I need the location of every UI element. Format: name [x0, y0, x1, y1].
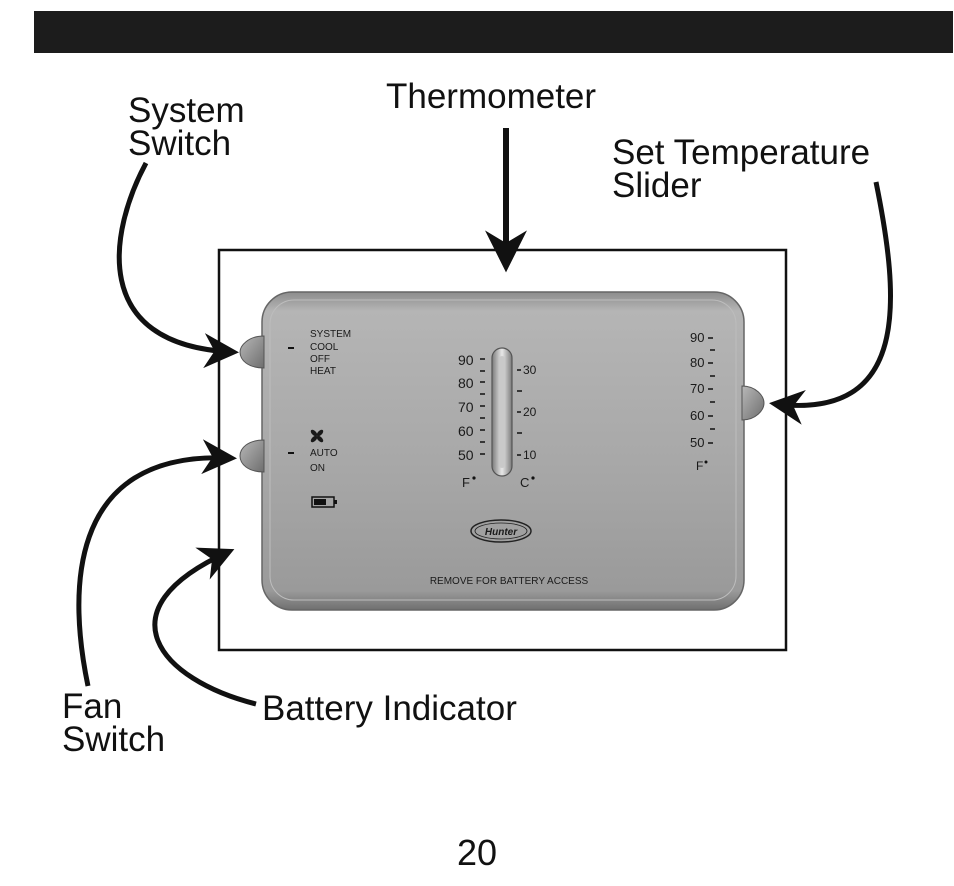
system-switch-arrow: [116, 161, 239, 369]
thermometer-c-scale: 30 20 10: [517, 363, 537, 462]
thermostat-face: [269, 299, 737, 601]
fan-switch-callout: Fan Switch: [62, 687, 166, 759]
thermometer-unit-f: F: [462, 475, 470, 490]
set-temperature-slider-arrow: [769, 181, 893, 425]
set-temperature-unit: F: [696, 459, 703, 473]
set-tick-70: 70: [690, 381, 704, 396]
c-tick-20: 20: [523, 405, 537, 419]
system-switch-callout-line1: System: [128, 91, 245, 130]
f-tick-50: 50: [458, 447, 474, 463]
battery-access-label: REMOVE FOR BATTERY ACCESS: [430, 576, 589, 587]
fan-icon: [310, 429, 324, 443]
set-tick-90: 90: [690, 330, 704, 345]
hunter-logo: Hunter: [470, 519, 532, 543]
degree-mark-f: [472, 476, 476, 480]
fan-switch-callout-line1: Fan: [62, 687, 123, 726]
fan-switch-arrow: [76, 439, 237, 687]
f-tick-90: 90: [458, 352, 474, 368]
c-tick-30: 30: [523, 363, 537, 377]
system-switch-callout: System Switch: [128, 91, 245, 163]
set-temperature-scale: 90 80 70 60 50: [690, 330, 715, 450]
auto-label: AUTO: [310, 448, 338, 459]
f-tick-70: 70: [458, 399, 474, 415]
set-temperature-slider-knob[interactable]: [741, 385, 765, 421]
battery-indicator-callout: Battery Indicator: [262, 689, 517, 728]
set-tick-80: 80: [690, 355, 704, 370]
header-bar: [34, 11, 953, 53]
f-tick-60: 60: [458, 423, 474, 439]
f-tick-80: 80: [458, 375, 474, 391]
fan-switch-knob[interactable]: [239, 439, 265, 473]
cool-label: COOL: [310, 342, 339, 353]
thermometer-callout: Thermometer: [386, 77, 597, 116]
off-label: OFF: [310, 354, 330, 365]
brand-label: Hunter: [485, 527, 518, 538]
set-temperature-slider-callout: Set Temperature Slider: [612, 133, 871, 205]
set-temperature-slider-callout-line2: Slider: [612, 166, 702, 205]
set-tick-60: 60: [690, 408, 704, 423]
thermometer-column: [499, 356, 505, 468]
system-switch-knob[interactable]: [239, 335, 265, 369]
system-switch-indicator: [288, 347, 294, 349]
battery-indicator-arrow: [152, 547, 257, 707]
on-label: ON: [310, 463, 325, 474]
c-tick-10: 10: [523, 448, 537, 462]
page-number: 20: [456, 832, 498, 873]
fan-switch-callout-line2: Switch: [62, 720, 166, 759]
system-label: SYSTEM: [310, 329, 351, 340]
heat-label: HEAT: [310, 366, 336, 377]
system-switch-callout-line2: Switch: [128, 124, 232, 163]
thermometer-unit-c: C: [520, 475, 529, 490]
battery-icon: [311, 496, 337, 508]
set-tick-50: 50: [690, 435, 704, 450]
degree-mark-c: [531, 476, 535, 480]
thermometer-f-scale: 90 80 70 60 50: [458, 352, 485, 463]
set-temperature-slider-callout-line1: Set Temperature: [612, 133, 871, 172]
fan-switch-indicator: [288, 452, 294, 454]
degree-mark-set: [704, 460, 708, 464]
